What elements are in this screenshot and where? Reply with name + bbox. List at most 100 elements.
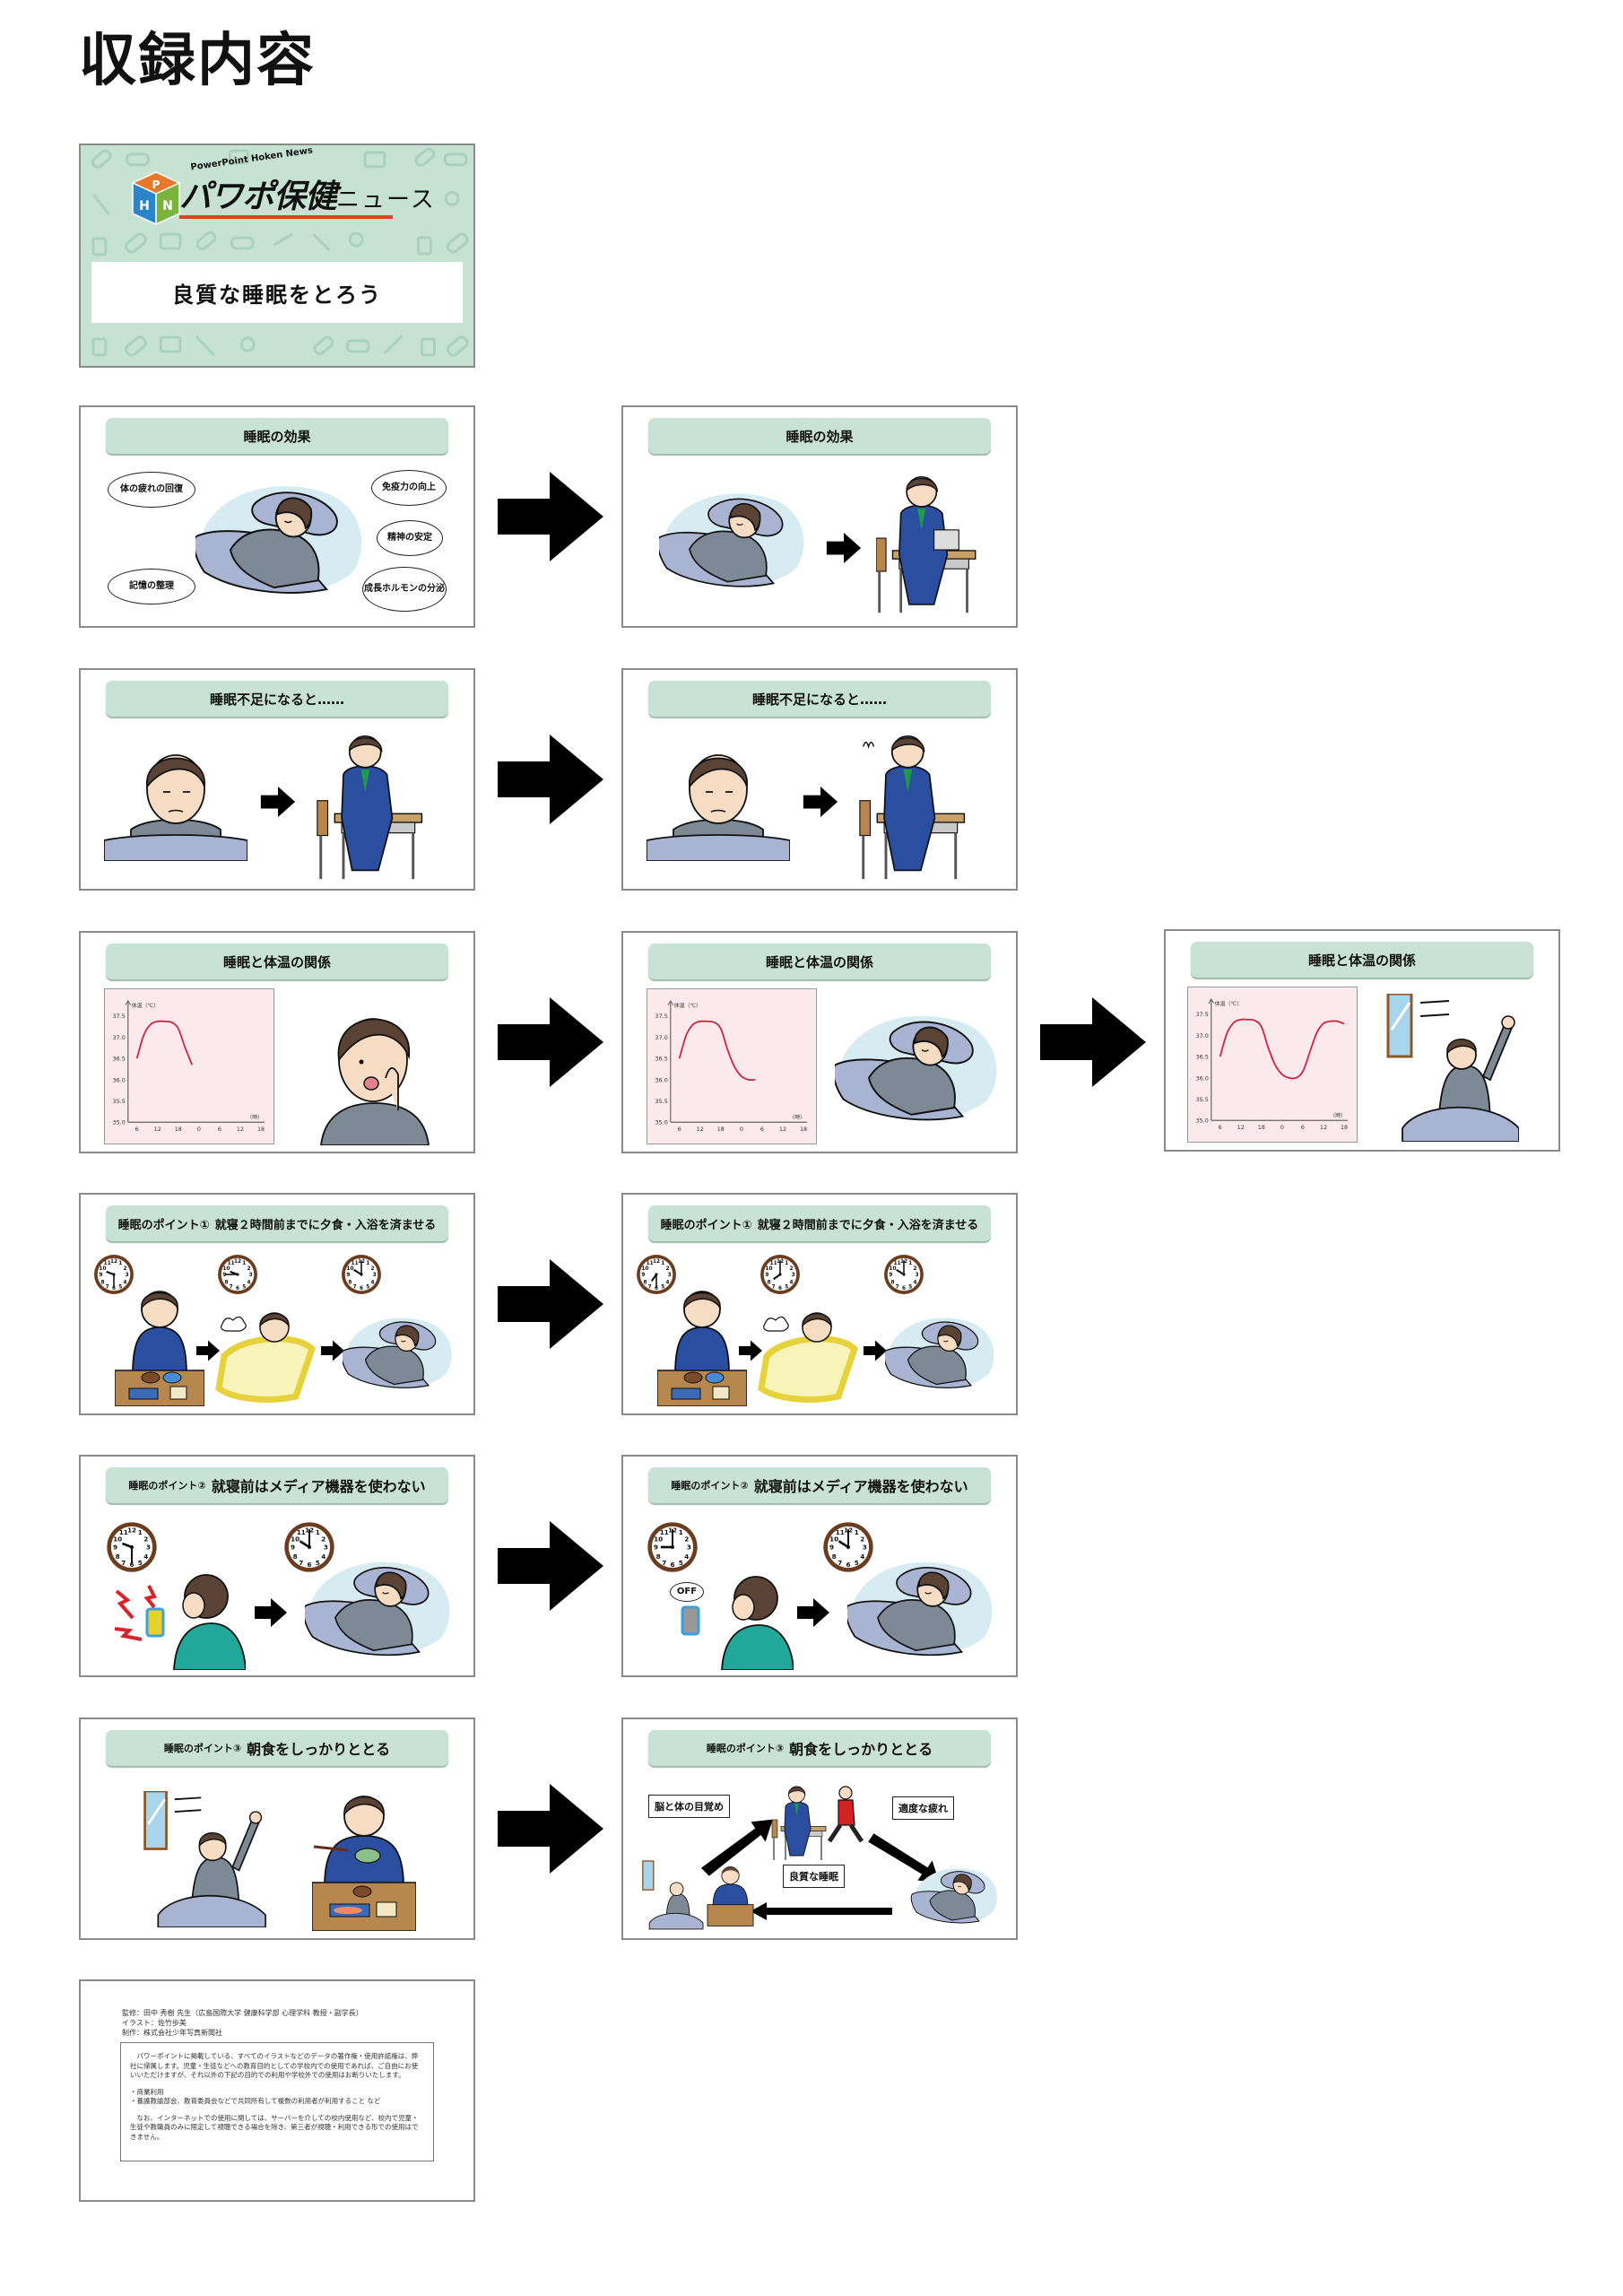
flow-arrow-icon — [498, 735, 603, 824]
credits-block: 監修：田中 秀樹 先生（広島国際大学 健康科学部 心理学科 教授・副学長） イラ… — [122, 2008, 363, 2038]
clock-icon — [884, 1255, 924, 1294]
x-tick-label: 6 — [1301, 1124, 1305, 1131]
slide-header: 睡眠のポイント② 就寝前はメディア機器を使わない — [106, 1467, 448, 1503]
slide-header-main: 朝食をしっかりととる — [247, 1741, 391, 1758]
cycle-arrow-left-icon — [751, 1902, 892, 1920]
slide-header-label: 睡眠のポイント① — [660, 1218, 752, 1232]
cover-slide[interactable]: P H N PowerPoint Hoken News パワポ保健ニュース 良質… — [79, 144, 475, 368]
bathing-illustration — [758, 1312, 859, 1403]
slide-header: 睡眠不足になると…… — [648, 681, 991, 717]
off-speech-bubble: OFF — [670, 1582, 704, 1602]
logo-main-text: パワポ保健 — [179, 178, 337, 215]
slide-header-label: 睡眠のポイント③ — [706, 1743, 785, 1754]
breakfast-cycle-diagram — [642, 1786, 998, 1930]
slide-header-main: 就寝２時間前までに夕食・入浴を済ませる — [757, 1218, 979, 1232]
sleeping-boy-illustration — [343, 1317, 453, 1388]
y-tick-label: 37.5 — [113, 1013, 126, 1020]
waking-up-stretch-illustration — [1386, 994, 1519, 1142]
x-tick-label: 0 — [197, 1126, 201, 1133]
label-moderate-fatigue: 適度な疲れ — [892, 1796, 954, 1820]
x-tick-label: 6 — [1219, 1124, 1222, 1131]
slide-sleep-point-2-a[interactable]: 睡眠のポイント② 就寝前はメディア機器を使わない — [79, 1455, 475, 1677]
slide-sleep-deprivation-1[interactable]: 睡眠不足になると…… — [79, 668, 475, 891]
page-title: 収録内容 — [79, 28, 316, 94]
x-tick-label: 0 — [740, 1126, 743, 1133]
slide-header-label: 睡眠のポイント② — [671, 1480, 749, 1492]
boy-eating-breakfast-illustration — [312, 1796, 416, 1931]
y-axis-label: 体温（℃） — [132, 1002, 159, 1009]
y-tick-label: 36.0 — [655, 1076, 668, 1083]
y-tick-label: 35.0 — [1196, 1118, 1209, 1125]
effect-bubble-immunity: 免疫力の向上 — [371, 470, 447, 506]
slide-header: 睡眠と体温の関係 — [106, 944, 448, 979]
y-tick-label: 35.5 — [655, 1098, 668, 1105]
slide-header-label: 睡眠のポイント② — [128, 1480, 206, 1492]
slide-credits[interactable]: 監修：田中 秀樹 先生（広島国際大学 健康科学部 心理学科 教授・副学長） イラ… — [79, 1979, 475, 2202]
dinner-illustration — [115, 1291, 204, 1406]
slide-sleep-point-2-b[interactable]: 睡眠のポイント② 就寝前はメディア機器を使わない OFF — [621, 1455, 1018, 1677]
slide-sleep-effect-2[interactable]: 睡眠の効果 — [621, 405, 1018, 628]
flow-arrow-icon — [498, 997, 603, 1087]
slide-header-label: 睡眠のポイント③ — [163, 1743, 242, 1754]
slide-header-main: 朝食をしっかりととる — [789, 1741, 933, 1758]
slide-header-main: 就寝前はメディア機器を使わない — [753, 1478, 968, 1495]
y-tick-label: 36.0 — [1196, 1074, 1209, 1082]
sleeping-boy-illustration — [835, 1014, 998, 1121]
boy-using-smartphone-illustration — [114, 1574, 246, 1670]
x-axis-label: （時） — [789, 1113, 805, 1120]
copyright-notice: パワーポイントに掲載している、すべてのイラストなどのデータの著作権・使用許諾権は… — [120, 2042, 434, 2161]
slide-header: 睡眠不足になると…… — [106, 681, 448, 717]
x-tick-label: 18 — [1258, 1124, 1265, 1131]
clock-icon — [284, 1522, 334, 1572]
logo-letter-n: N — [162, 199, 173, 213]
logo-letter-h: H — [139, 199, 150, 213]
slide-sleep-point-1-b[interactable]: 睡眠のポイント① 就寝２時間前までに夕食・入浴を済ませる — [621, 1193, 1018, 1415]
credits-illustrator: イラスト：佐竹歩美 — [122, 2019, 187, 2027]
y-tick-label: 37.5 — [1196, 1011, 1209, 1018]
x-tick-label: 12 — [1320, 1124, 1327, 1131]
effect-bubble-growth-hormone: 成長ホルモンの分泌 — [362, 567, 447, 612]
y-tick-label: 37.0 — [113, 1034, 126, 1041]
y-axis-arrowhead — [125, 999, 132, 1006]
x-tick-label: 6 — [135, 1126, 139, 1133]
sleeping-boy-illustration — [847, 1561, 994, 1657]
y-tick-label: 36.5 — [113, 1056, 126, 1063]
medical-icons-pattern — [91, 147, 469, 357]
y-tick-label: 35.5 — [113, 1098, 126, 1105]
phn-cube-logo-icon: P H N — [131, 171, 181, 226]
clock-icon — [760, 1255, 800, 1294]
x-tick-label: 0 — [1280, 1124, 1284, 1131]
small-arrow-icon — [321, 1340, 344, 1361]
slide-sleep-effect-1[interactable]: 睡眠の効果 体の疲れの回復 記憶の整理 免疫力の向上 精神の安定 成長ホルモンの… — [79, 405, 475, 628]
slide-header-main: 就寝前はメディア機器を使わない — [211, 1478, 426, 1495]
slide-header: 睡眠のポイント③ 朝食をしっかりととる — [106, 1730, 448, 1766]
x-tick-label: 18 — [175, 1126, 182, 1133]
x-tick-label: 18 — [257, 1126, 265, 1133]
slide-header-main: 就寝２時間前までに夕食・入浴を済ませる — [214, 1218, 437, 1232]
small-arrow-icon — [803, 787, 838, 817]
y-tick-label: 36.5 — [1196, 1054, 1209, 1061]
slide-sleep-deprivation-2[interactable]: 睡眠不足になると…… — [621, 668, 1018, 891]
flow-arrow-icon — [498, 1521, 603, 1611]
slide-header: 睡眠のポイント② 就寝前はメディア機器を使わない — [648, 1467, 991, 1503]
sleeping-boy-illustration — [195, 485, 363, 594]
y-tick-label: 35.0 — [655, 1119, 668, 1126]
flow-arrow-icon — [498, 472, 603, 561]
slide-header: 睡眠と体温の関係 — [1191, 942, 1533, 978]
slide-sleep-point-3-a[interactable]: 睡眠のポイント③ 朝食をしっかりととる — [79, 1718, 475, 1940]
dizzy-student-illustration — [858, 735, 966, 881]
y-tick-label: 36.0 — [113, 1076, 126, 1083]
y-tick-label: 37.5 — [655, 1013, 668, 1020]
temperature-curve — [135, 1020, 194, 1065]
sleeping-boy-illustration — [885, 1317, 995, 1388]
x-axis-label: （時） — [247, 1113, 263, 1120]
clock-icon — [637, 1255, 676, 1294]
